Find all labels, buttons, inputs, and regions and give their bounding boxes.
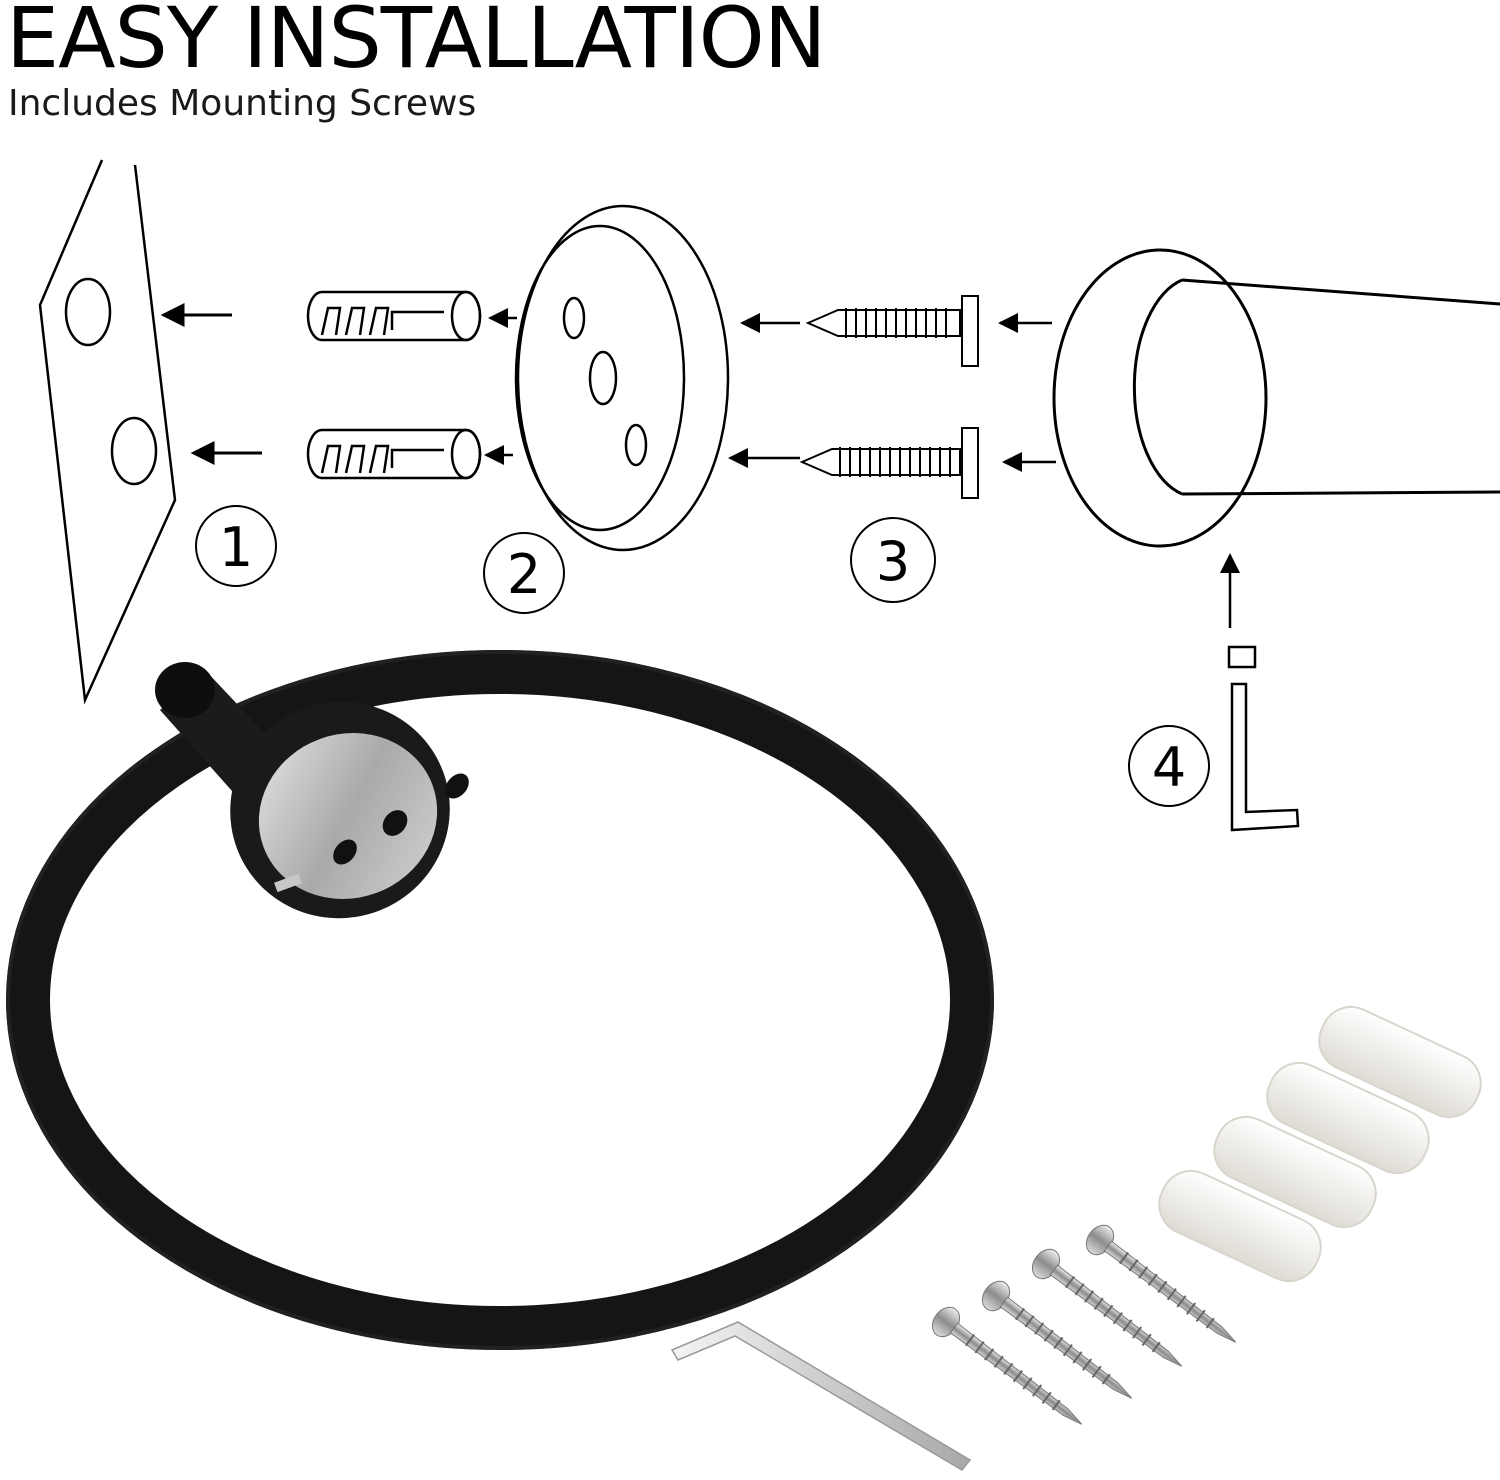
wall-plate [38, 159, 177, 705]
screw-set [931, 1224, 1237, 1425]
wall-anchor-icon [1158, 1169, 1322, 1283]
screw-icon [981, 1280, 1133, 1399]
screw-icon [805, 295, 979, 367]
screw-icon [1085, 1224, 1237, 1343]
anchor-arrows [484, 308, 517, 465]
wall-arrows [160, 303, 262, 465]
hex-key-photo [670, 1321, 972, 1471]
step-4-marker: 4 [1128, 725, 1210, 807]
wall-anchor-icon [306, 290, 482, 342]
page-title: EASY INSTALLATION [6, 0, 827, 87]
base-arrows [728, 313, 1056, 472]
towel-ring-icon [6, 650, 994, 1350]
screw-icon [799, 427, 979, 499]
page-subtitle: Includes Mounting Screws [8, 83, 477, 124]
screw-icon [1031, 1248, 1183, 1367]
step-3-marker: 3 [850, 517, 936, 603]
screw-icon [931, 1306, 1083, 1425]
mounting-base [514, 204, 730, 552]
hex-key-icon [1227, 645, 1300, 832]
wall-anchor-icon [1213, 1115, 1377, 1229]
step-1-number: 1 [219, 516, 253, 579]
wall-anchor-icon [306, 428, 482, 480]
step-1-marker: 1 [195, 505, 277, 587]
anchor-set [1158, 1005, 1482, 1283]
towel-bar-end [1052, 248, 1500, 548]
wall-anchor-icon [1266, 1061, 1430, 1175]
step-2-number: 2 [507, 543, 541, 606]
step-3-number: 3 [876, 530, 910, 593]
step-2-marker: 2 [483, 532, 565, 614]
wall-anchor-icon [1318, 1005, 1482, 1119]
step-4-number: 4 [1152, 736, 1186, 799]
